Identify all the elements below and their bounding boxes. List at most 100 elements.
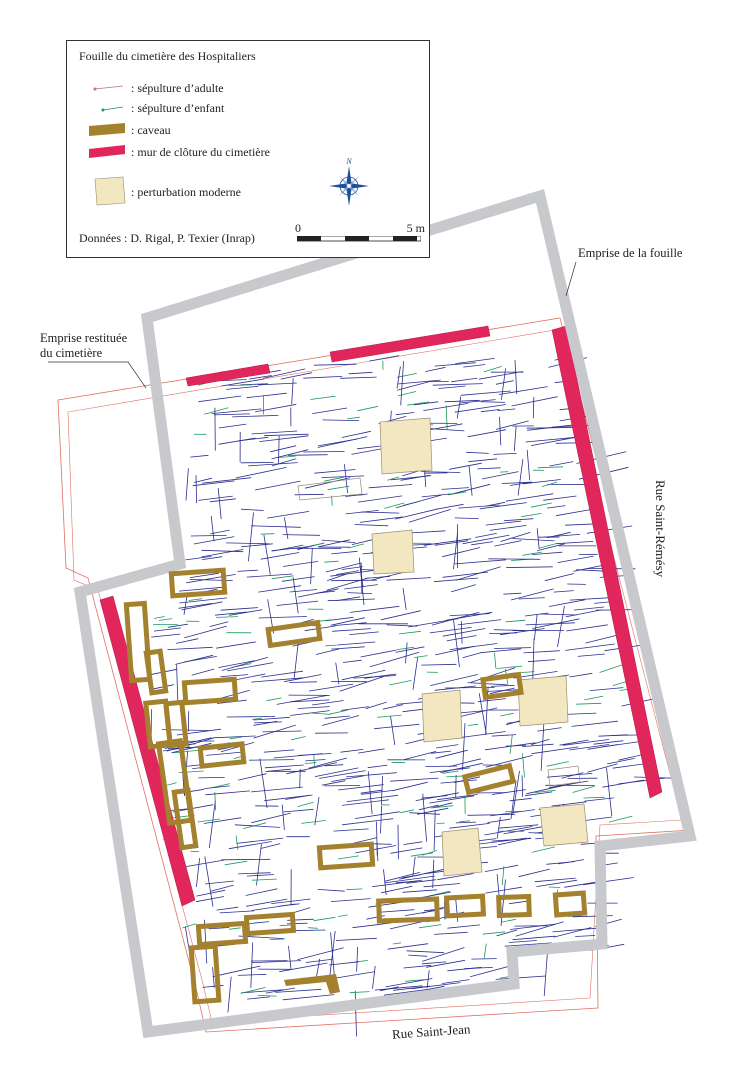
adult-burial xyxy=(263,534,271,575)
adult-burial xyxy=(216,641,257,649)
adult-burial xyxy=(209,498,236,503)
child-burial xyxy=(310,712,331,715)
adult-burial xyxy=(503,592,522,595)
adult-burial xyxy=(412,856,416,877)
child-burial xyxy=(442,770,459,774)
adult-burial xyxy=(198,395,242,403)
adult-burial xyxy=(485,755,533,768)
adult-burial xyxy=(184,625,227,639)
child-burial xyxy=(467,723,479,726)
adult-burial xyxy=(558,859,585,865)
adult-burial xyxy=(342,818,394,826)
child-burial xyxy=(331,495,333,506)
adult-burial xyxy=(297,706,330,709)
adult-burial xyxy=(386,577,432,581)
adult-burial xyxy=(205,880,234,885)
adult-burial xyxy=(532,638,535,686)
cemetery-walls xyxy=(99,325,663,907)
adult-burial xyxy=(185,556,212,561)
adult-burial xyxy=(537,543,565,551)
vault-fragment xyxy=(284,974,340,994)
adult-burial xyxy=(202,477,252,484)
adult-burial xyxy=(312,407,348,414)
adult-burial xyxy=(479,502,527,510)
adult-burial xyxy=(355,845,397,854)
adult-burial xyxy=(421,663,457,666)
adult-burial xyxy=(540,724,545,771)
child-burial xyxy=(387,476,400,481)
adult-burial xyxy=(359,516,403,523)
child-burial xyxy=(530,502,552,508)
adult-burial xyxy=(380,775,383,805)
adult-burial xyxy=(360,789,383,794)
adult-burial xyxy=(330,932,336,982)
adult-burial xyxy=(511,396,558,407)
adult-burial xyxy=(309,683,354,692)
adult-burial xyxy=(238,872,271,875)
adult-burial xyxy=(478,693,487,734)
adult-burial xyxy=(286,762,337,775)
adult-burial xyxy=(321,539,356,543)
adult-burial xyxy=(214,611,248,616)
child-burial xyxy=(203,407,229,415)
child-burial xyxy=(346,888,363,891)
child-burial xyxy=(228,384,253,386)
adult-burial xyxy=(330,898,371,902)
child-burial xyxy=(599,664,624,673)
adult-burial xyxy=(400,361,404,406)
adult-burial xyxy=(235,467,287,479)
adult-burial xyxy=(217,487,222,520)
adult-burial xyxy=(258,616,307,619)
adult-burial xyxy=(317,436,368,448)
adult-burial xyxy=(553,590,574,593)
adult-burial xyxy=(557,605,565,648)
adult-burial xyxy=(477,698,507,703)
adult-burial xyxy=(194,477,212,483)
adult-burial xyxy=(514,360,518,395)
adult-burial xyxy=(281,804,285,831)
adult-burial xyxy=(329,930,336,979)
adult-burial xyxy=(284,517,289,539)
adult-burial xyxy=(260,843,281,849)
adult-burial xyxy=(340,749,364,753)
adult-burial xyxy=(423,883,460,888)
adult-burial xyxy=(367,764,388,769)
adult-burial xyxy=(412,657,419,690)
adult-burial xyxy=(179,586,223,592)
adult-burial xyxy=(498,837,531,846)
adult-burial xyxy=(442,547,481,558)
adult-burial xyxy=(322,419,360,421)
adult-burial xyxy=(251,960,302,964)
adult-burial xyxy=(190,454,209,458)
adult-burial xyxy=(292,929,326,932)
adult-burial xyxy=(396,381,431,391)
adult-burial xyxy=(351,538,375,545)
adult-burial xyxy=(191,668,215,676)
adult-burial xyxy=(469,965,512,978)
adult-burial xyxy=(530,738,550,746)
adult-burial xyxy=(397,379,441,385)
adult-burial xyxy=(303,451,345,453)
adult-burial xyxy=(385,872,420,882)
adult-burial xyxy=(430,674,478,686)
adult-burial xyxy=(238,973,267,976)
adult-burial xyxy=(436,744,459,749)
child-burial xyxy=(576,702,602,705)
adult-burial xyxy=(321,715,360,726)
vault xyxy=(480,671,524,701)
scale-start: 0 xyxy=(295,221,301,235)
adult-burial xyxy=(226,542,270,545)
scale-end: 5 m xyxy=(406,221,425,235)
modern-disturbance xyxy=(441,827,483,877)
adult-burial xyxy=(509,923,557,930)
adult-burial xyxy=(251,430,298,435)
adult-burial xyxy=(495,380,514,385)
child-burial xyxy=(310,395,336,400)
adult-burial xyxy=(562,739,610,746)
adult-burial xyxy=(208,800,216,848)
adult-burial xyxy=(226,385,259,390)
adult-burial xyxy=(480,648,522,654)
adult-burial xyxy=(255,403,297,413)
adult-burial xyxy=(251,812,291,824)
adult-burial xyxy=(417,807,449,815)
